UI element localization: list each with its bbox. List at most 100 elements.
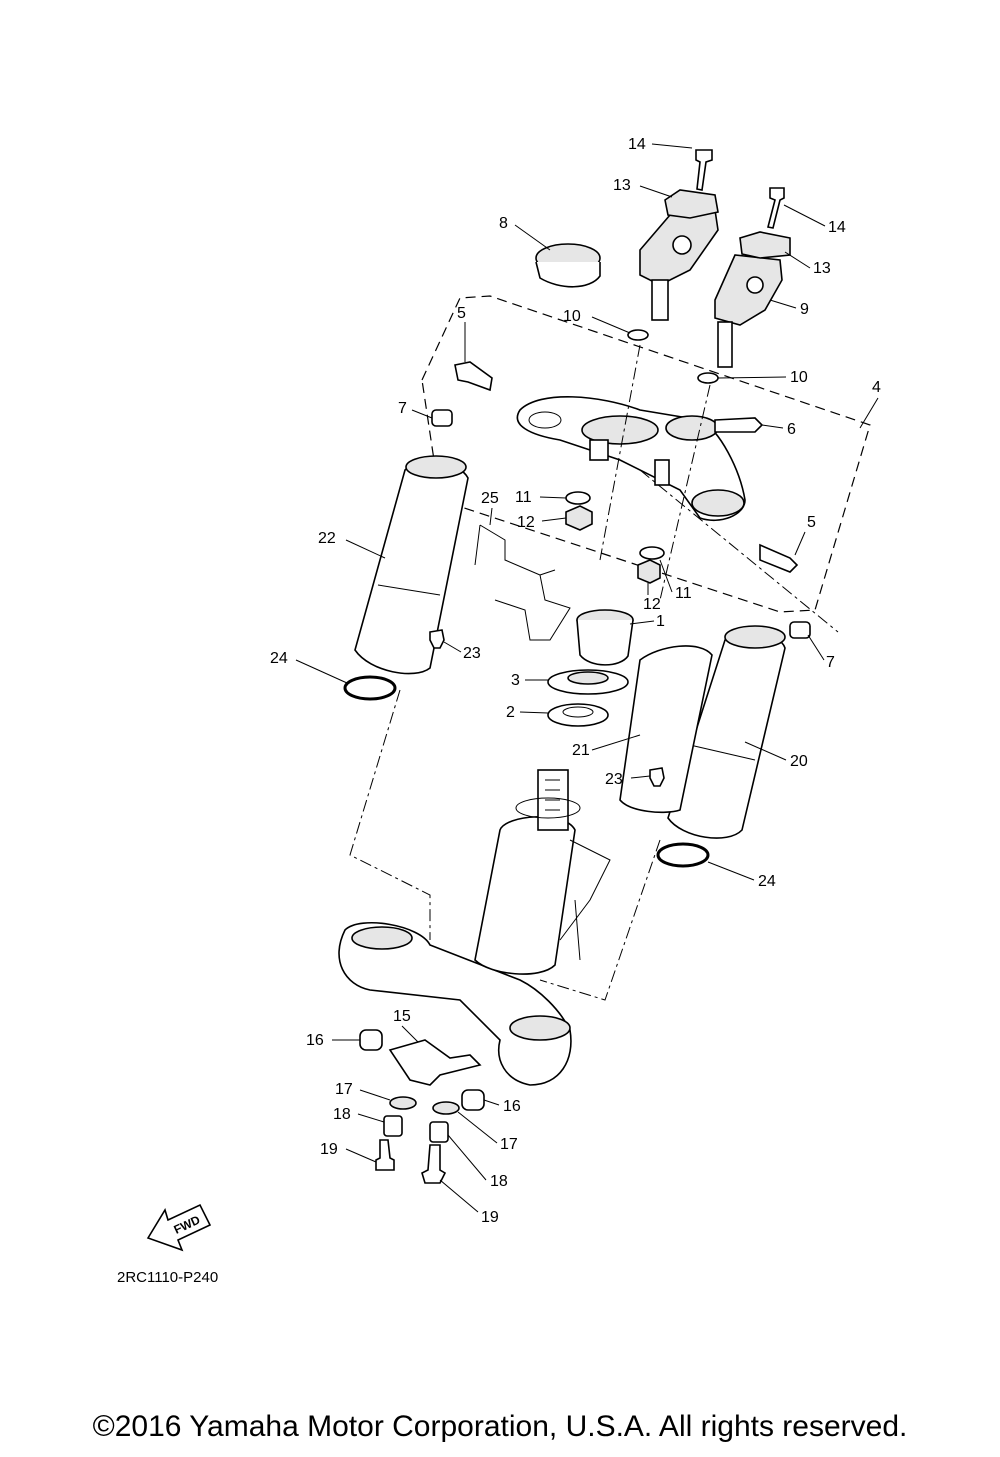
o-ring-24-right — [656, 842, 710, 868]
bolt-6 — [714, 417, 764, 433]
leader-10 — [717, 376, 787, 379]
collar-18-right — [429, 1121, 449, 1143]
callout-4: 4 — [872, 379, 881, 396]
assembly-line-left — [349, 689, 431, 940]
leader-23 — [443, 641, 462, 653]
leader-1 — [629, 620, 655, 625]
leader-7 — [807, 634, 825, 661]
diagram-code: 2RC1110-P240 — [117, 1269, 218, 1286]
fork-cover-22 — [354, 455, 469, 675]
leader-13 — [639, 185, 673, 198]
leader-20 — [744, 741, 787, 761]
upper-bracket-outline — [421, 295, 871, 613]
callout-18: 18 — [333, 1106, 351, 1123]
leader-12 — [541, 517, 567, 522]
leader-19 — [439, 1179, 479, 1213]
callout-2: 2 — [506, 704, 515, 721]
callout-14: 14 — [628, 136, 646, 153]
callout-20: 20 — [790, 753, 808, 770]
screw-23-right — [649, 767, 665, 787]
leader-2 — [519, 711, 549, 714]
o-ring-24-left — [343, 675, 397, 701]
bolt-14-left — [695, 149, 713, 191]
callout-17: 17 — [335, 1081, 353, 1098]
bolt-5-left — [454, 361, 493, 392]
callout-7: 7 — [826, 654, 835, 671]
callout-8: 8 — [499, 215, 508, 232]
race-cover-1 — [576, 609, 634, 666]
leader-7 — [411, 409, 433, 419]
leader-10 — [591, 316, 631, 334]
fwd-arrow: FWD — [146, 1203, 212, 1252]
callout-6: 6 — [787, 421, 796, 438]
leader-6 — [761, 424, 784, 429]
leader-21 — [591, 734, 641, 751]
leader-23 — [630, 775, 651, 779]
fork-cover-20 — [667, 625, 786, 839]
leader-17 — [359, 1089, 391, 1101]
centerline-a — [639, 469, 839, 633]
bushing-16-right — [461, 1089, 485, 1111]
callout-19: 19 — [320, 1141, 338, 1158]
upper-holder-right — [739, 231, 791, 259]
callout-13: 13 — [613, 177, 631, 194]
callout-24: 24 — [270, 650, 288, 667]
washer-11-right — [639, 546, 665, 560]
leader-25 — [489, 507, 493, 526]
nut-12-right — [637, 559, 661, 584]
race-3 — [547, 669, 629, 695]
cap-8 — [535, 243, 601, 288]
leader-16 — [483, 1099, 500, 1106]
leader-17 — [457, 1111, 498, 1144]
callout-14: 14 — [828, 219, 846, 236]
assembly-line-center — [599, 344, 711, 601]
grommet-17-left — [389, 1096, 417, 1110]
callout-16: 16 — [306, 1032, 324, 1049]
callout-7: 7 — [398, 400, 407, 417]
leader-11 — [659, 559, 673, 593]
bolt-19-right — [421, 1144, 447, 1184]
callout-10: 10 — [563, 308, 581, 325]
callout-24: 24 — [758, 873, 776, 890]
washer-11-left — [565, 491, 591, 505]
bolt-5-right — [759, 543, 799, 573]
leader-14 — [783, 204, 826, 227]
callout-1: 1 — [656, 613, 665, 630]
callout-11: 11 — [515, 489, 532, 506]
under-bracket — [338, 769, 581, 1086]
leader-9 — [769, 299, 797, 309]
callout-13: 13 — [813, 260, 831, 277]
callout-10: 10 — [790, 369, 808, 386]
grommet-17-right — [432, 1101, 460, 1115]
callout-21: 21 — [572, 742, 590, 759]
callout-16: 16 — [503, 1098, 521, 1115]
callout-22: 22 — [318, 530, 336, 547]
leader-11 — [539, 496, 567, 499]
callout-9: 9 — [800, 301, 809, 318]
upper-bracket — [516, 396, 746, 522]
callout-12: 12 — [517, 514, 535, 531]
leader-14 — [651, 143, 693, 149]
callout-12: 12 — [643, 596, 661, 613]
callouts: 14 13 14 8 13 9 5 10 10 4 7 6 11 25 12 5… — [270, 136, 881, 1226]
frame-shadow — [559, 839, 611, 961]
upper-holder-left — [664, 189, 719, 219]
callout-5: 5 — [457, 305, 466, 322]
handlebar-holder-left — [639, 209, 719, 321]
callout-19: 19 — [481, 1209, 499, 1226]
leader-18 — [447, 1134, 487, 1181]
bolt-19-left — [375, 1139, 395, 1171]
leader-13 — [784, 251, 811, 269]
callout-25: 25 — [481, 490, 499, 507]
callout-11: 11 — [675, 585, 692, 602]
collar-18-left — [383, 1115, 403, 1137]
callout-23: 23 — [605, 771, 623, 788]
bushing-7-right — [789, 621, 811, 639]
bolt-14-right — [767, 187, 785, 229]
screw-23-left — [429, 629, 445, 649]
guide-21 — [619, 645, 713, 814]
bearing-2 — [547, 703, 609, 727]
handlebar-holder-right — [714, 254, 783, 368]
nut-12-left — [565, 505, 593, 531]
